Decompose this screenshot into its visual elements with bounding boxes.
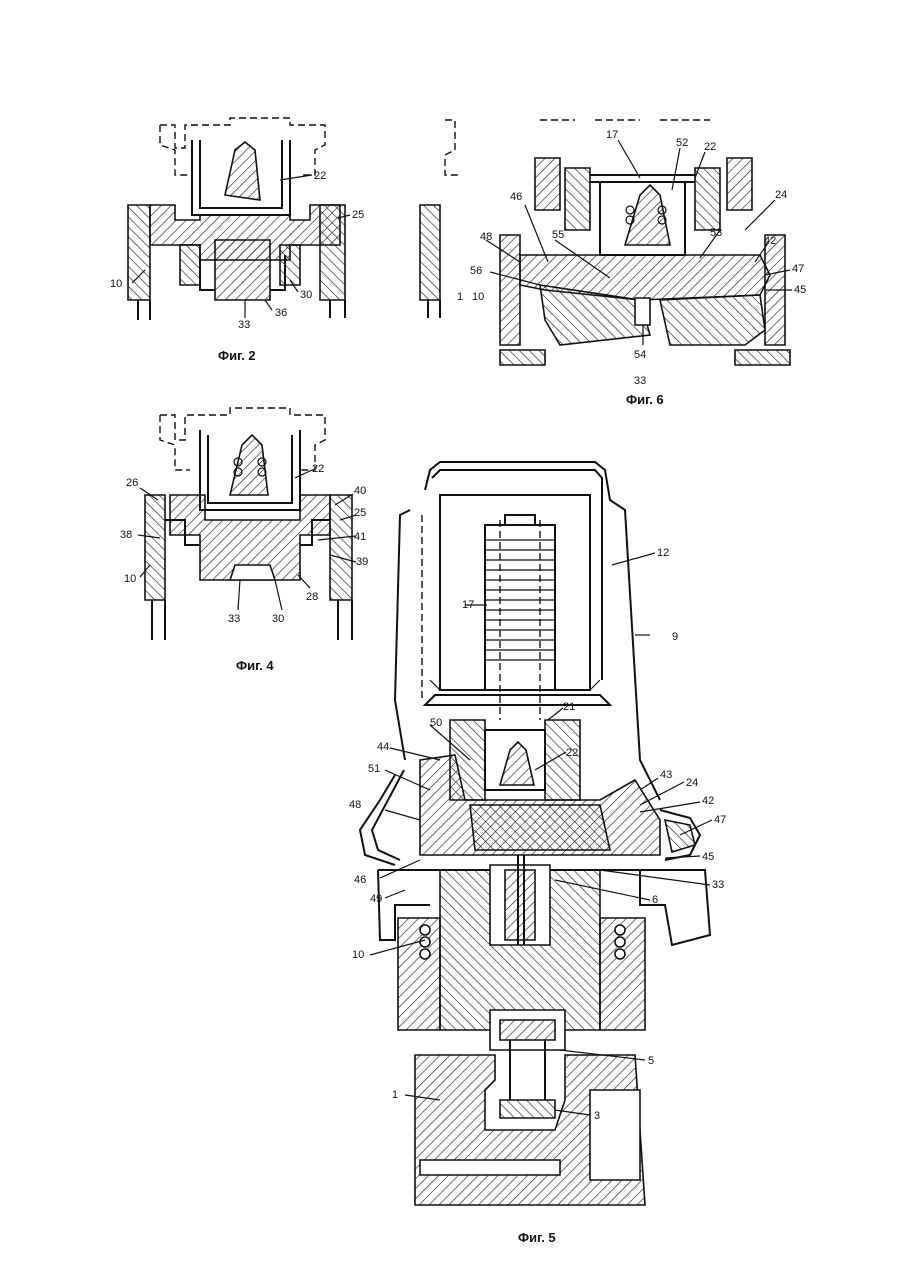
fig4-label-25: 25: [354, 507, 366, 519]
fig5-label-5: 5: [648, 1055, 654, 1067]
right-spring: [600, 918, 645, 1030]
fig5-label-44: 44: [377, 741, 389, 753]
fig6-label-22: 22: [704, 141, 716, 153]
fig2-label-30: 30: [300, 289, 312, 301]
fig6-label-55: 55: [552, 229, 564, 241]
fig2-label-10: 10: [110, 278, 122, 290]
fig6-label-33: 33: [634, 375, 646, 387]
fig5-label-10: 10: [352, 949, 364, 961]
fig4-label-28: 28: [306, 591, 318, 603]
fig5-label-33: 33: [712, 879, 724, 891]
fig4-label-30: 30: [272, 613, 284, 625]
fig5-label-21: 21: [563, 701, 575, 713]
fig5-label-6: 6: [652, 894, 658, 906]
fig5-label-1: 1: [392, 1089, 398, 1101]
fig5-label-45: 45: [702, 851, 714, 863]
fig6-label-10: 10: [472, 291, 484, 303]
fig6-label-53: 53: [710, 227, 722, 239]
fig5-label-24: 24: [686, 777, 698, 789]
fig5-label-9: 9: [672, 631, 678, 643]
fig4-label-39: 39: [356, 556, 368, 568]
fig5-label-47: 47: [714, 814, 726, 826]
figure-2: 22 25 10 30 36 33 Фиг. 2: [110, 118, 364, 363]
left-spring: [398, 918, 440, 1030]
fig5-label-42: 42: [702, 795, 714, 807]
fig6-label-1: 1: [457, 291, 463, 303]
bellows: [485, 515, 555, 720]
fig2-label-22: 22: [314, 170, 326, 182]
fig4-label-41: 41: [354, 531, 366, 543]
fig2-caption: Фиг. 2: [218, 348, 256, 363]
figure-5: 12 9 17 21 50 22 44 43 24 51 42 48 47 45…: [349, 462, 726, 1245]
fig5-label-22: 22: [566, 747, 578, 759]
fig6-label-42: 42: [764, 235, 776, 247]
fig4-label-22: 22: [312, 463, 324, 475]
fig6-caption: Фиг. 6: [626, 392, 664, 407]
fig5-label-49: 49: [370, 893, 382, 905]
fig4-caption: Фиг. 4: [236, 658, 274, 673]
fig5-label-43: 43: [660, 769, 672, 781]
fig2-label-33: 33: [238, 319, 250, 331]
fig5-label-46: 46: [354, 874, 366, 886]
fig6-label-17: 17: [606, 129, 618, 141]
fig5-label-51: 51: [368, 763, 380, 775]
fig5-label-12: 12: [657, 547, 669, 559]
fig6-label-52: 52: [676, 137, 688, 149]
fig5-caption: Фиг. 5: [518, 1230, 556, 1245]
figure-4: 22 26 40 25 38 41 10 39 28 33 30 Фиг. 4: [120, 408, 368, 673]
fig6-label-56: 56: [470, 265, 482, 277]
fig2-label-36: 36: [275, 307, 287, 319]
fig5-label-17: 17: [462, 599, 474, 611]
fig4-label-26: 26: [126, 477, 138, 489]
fig2-label-25: 25: [352, 209, 364, 221]
fig6-label-48: 48: [480, 231, 492, 243]
fig6-label-24: 24: [775, 189, 787, 201]
fig6-label-54: 54: [634, 349, 646, 361]
figure-6: 17 52 22 24 46 55 53 42 48 47 56 45 10 1…: [420, 120, 806, 407]
fig4-label-10: 10: [124, 573, 136, 585]
fig5-label-48: 48: [349, 799, 361, 811]
fig5-label-3: 3: [594, 1110, 600, 1122]
fig4-label-40: 40: [354, 485, 366, 497]
fig4-label-33: 33: [228, 613, 240, 625]
fig6-label-47: 47: [792, 263, 804, 275]
fig4-label-38: 38: [120, 529, 132, 541]
fig6-label-46: 46: [510, 191, 522, 203]
fig5-label-50: 50: [430, 717, 442, 729]
fig6-label-45: 45: [794, 284, 806, 296]
